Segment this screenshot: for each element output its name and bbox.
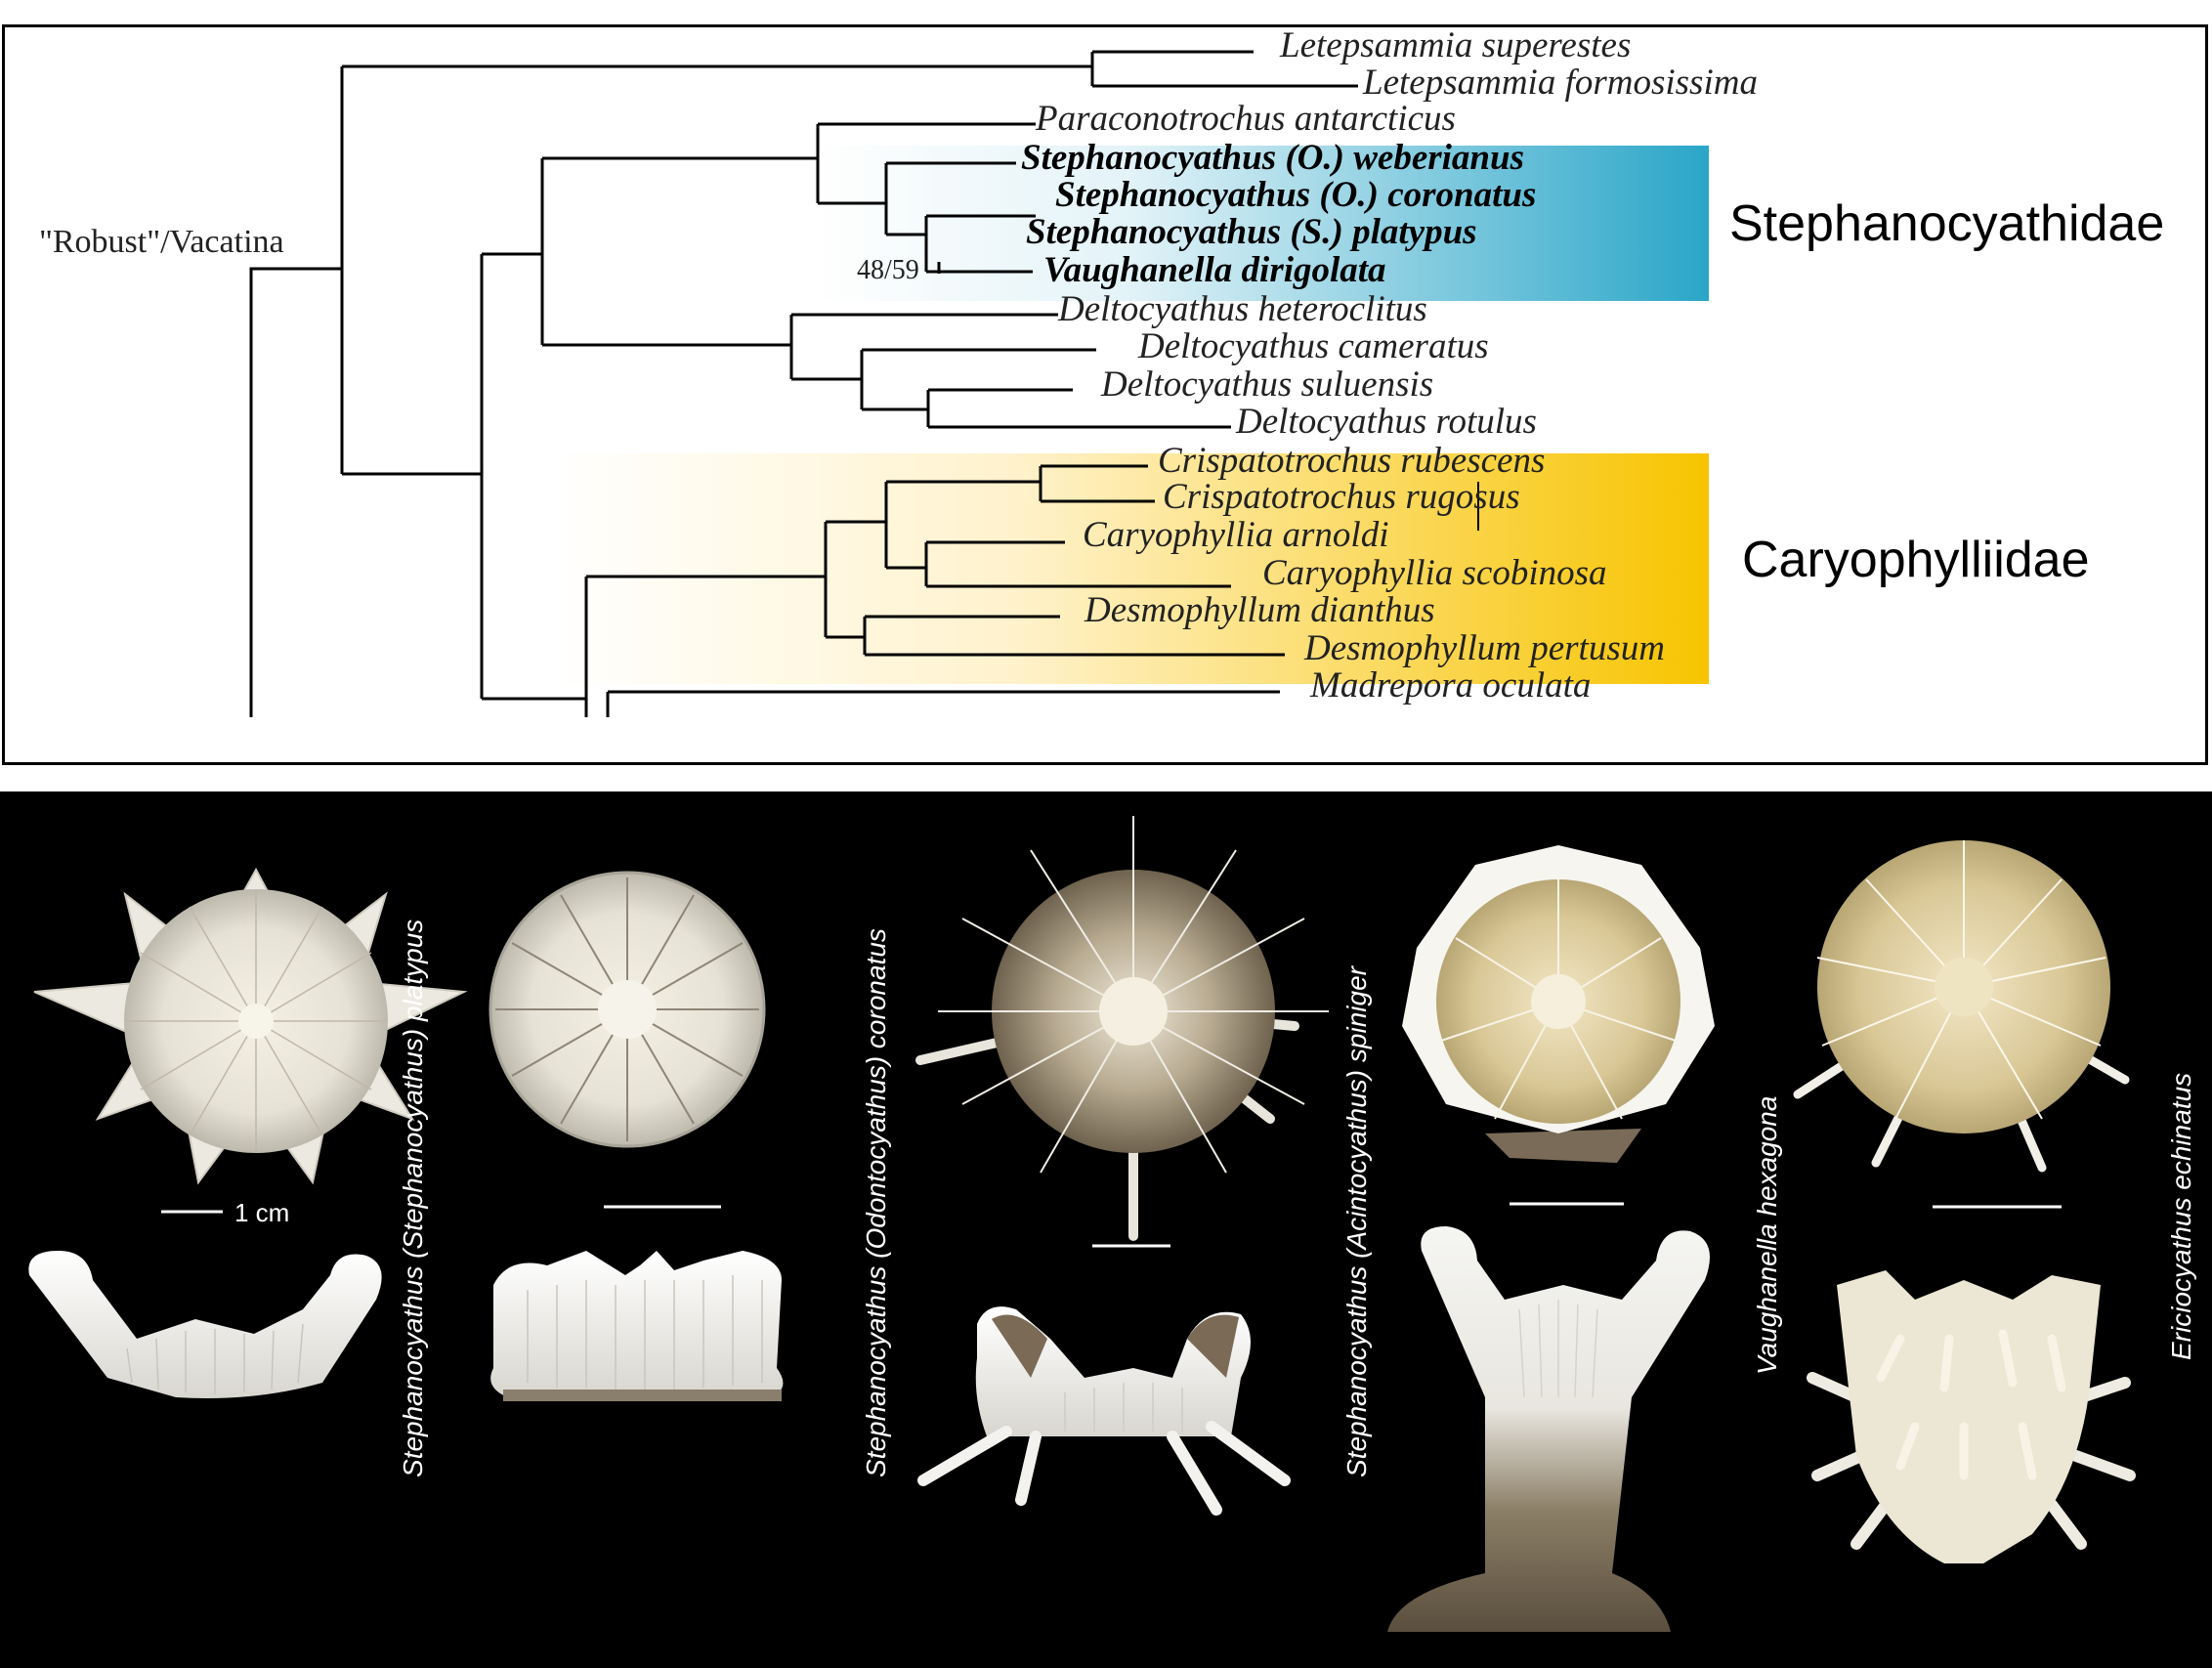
specimen-ericiocyathus-side-view (1807, 1270, 2136, 1563)
taxon-stephanocyathus-weberianus: Stephanocyathus (O.) weberianus (1021, 138, 1524, 178)
taxon-desmophyllum-dianthus: Desmophyllum dianthus (1084, 590, 1435, 630)
caption-coronatus: Stephanocyathus (Odontocyathus) coronatu… (861, 928, 891, 1477)
caption-spiniger: Stephanocyathus (Acintocyathus) spiniger (1341, 964, 1372, 1477)
specimen-vaughanella-top-view (1402, 845, 1715, 1163)
taxon-deltocyathus-heteroclitus: Deltocyathus heteroclitus (1057, 289, 1427, 329)
taxon-caryophyllia-scobinosa: Caryophyllia scobinosa (1262, 553, 1607, 593)
specimen-spiniger-top-view (915, 816, 1329, 1241)
specimen-platypus-top-view (33, 867, 468, 1185)
caryophylliidae-highlight (552, 453, 1709, 684)
taxon-desmophyllum-pertusum: Desmophyllum pertusum (1303, 628, 1665, 668)
taxon-crispatotrochus-rugosus: Crispatotrochus rugosus (1163, 477, 1520, 517)
caption-vaughanella: Vaughanella hexagona (1752, 1096, 1782, 1375)
taxon-vaughanella-dirigolata: Vaughanella dirigolata (1043, 250, 1386, 290)
specimen-ericiocyathus-top-view (1793, 840, 2130, 1173)
caption-ericiocyathus: Ericiocyathus echinatus (2166, 1073, 2196, 1360)
taxon-letepsammia-superestes: Letepsammia superestes (1279, 27, 1631, 65)
caption-platypus: Stephanocyathus (Stephanocyathus) platyp… (398, 920, 428, 1477)
taxon-crispatotrochus-rubescens: Crispatotrochus rubescens (1158, 441, 1545, 481)
support-value: 48/59 (857, 255, 919, 285)
scale-bar: 1 cm (161, 1198, 289, 1227)
taxon-stephanocyathus-platypus: Stephanocyathus (S.) platypus (1026, 212, 1477, 252)
root-label: "Robust"/Vacatina (39, 224, 284, 260)
phylogeny-tree: "Robust"/Vacatina 48/59 Letepsammia supe… (39, 27, 2164, 717)
stephanocyathidae-highlight (816, 146, 1709, 301)
specimen-coronatus-top-view (489, 871, 766, 1148)
taxon-letepsammia-formosissima: Letepsammia formosissima (1362, 63, 1758, 103)
specimen-vaughanella-side-view (1387, 1226, 1710, 1632)
taxon-madrepora-oculata: Madrepora oculata (1309, 665, 1591, 706)
taxon-stephanocyathus-coronatus: Stephanocyathus (O.) coronatus (1055, 175, 1536, 215)
taxon-deltocyathus-rotulus: Deltocyathus rotulus (1235, 402, 1537, 442)
phylogeny-panel: "Robust"/Vacatina 48/59 Letepsammia supe… (2, 24, 2208, 765)
specimen-photo-panel: 1 cm Stephanocyathus (Stephanocyathus) p… (0, 791, 2212, 1668)
taxon-deltocyathus-cameratus: Deltocyathus cameratus (1137, 326, 1489, 366)
specimen-spiniger-side-view (917, 1306, 1291, 1516)
taxon-caryophyllia-arnoldi: Caryophyllia arnoldi (1083, 515, 1388, 555)
specimen-photos: 1 cm Stephanocyathus (Stephanocyathus) p… (28, 816, 2196, 1632)
taxon-deltocyathus-suluensis: Deltocyathus suluensis (1100, 364, 1433, 405)
taxon-paraconotrochus-antarcticus: Paraconotrochus antarcticus (1035, 99, 1456, 139)
scale-bar-label: 1 cm (234, 1198, 289, 1227)
family-label-caryophylliidae: Caryophylliidae (1742, 532, 2090, 588)
tree-branches (249, 50, 1479, 717)
specimen-platypus-side-view (28, 1251, 382, 1398)
family-label-stephanocyathidae: Stephanocyathidae (1729, 195, 2164, 252)
specimen-coronatus-side-view (490, 1251, 784, 1401)
